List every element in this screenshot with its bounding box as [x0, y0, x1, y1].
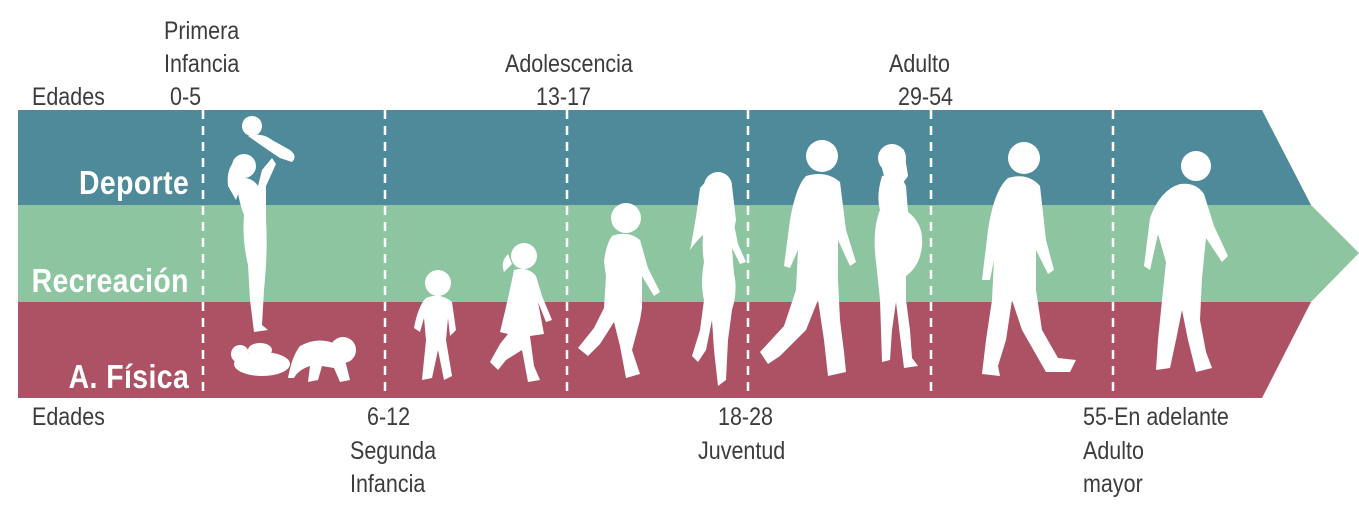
- adolescencia-name: Adolescencia: [505, 50, 633, 78]
- band-label-fisica: A. Física: [68, 358, 189, 395]
- primera-infancia-line1: Primera: [164, 17, 240, 45]
- primera-infancia-line2: Infancia: [164, 50, 240, 78]
- stage-separators: [201, 110, 1115, 398]
- silhouettes: [227, 116, 1228, 386]
- band-label-recreacion: Recreación: [31, 262, 189, 299]
- boy-walking-silhouette: [578, 203, 660, 378]
- band-deporte: [18, 110, 1311, 205]
- elderly-man-silhouette: [1144, 151, 1228, 372]
- juventud-range: 18-28: [718, 403, 773, 431]
- lying-infant-silhouette: [231, 343, 290, 376]
- man-walking-silhouette: [760, 140, 856, 376]
- adulto-range: 29-54: [898, 83, 953, 111]
- bottom-edades-label: Edades: [32, 403, 105, 431]
- segunda-infancia-line1: Segunda: [350, 437, 437, 465]
- girl-walking-silhouette: [490, 243, 552, 382]
- crawling-baby-silhouette: [288, 337, 356, 382]
- adulto-mayor-line1: Adulto: [1083, 437, 1144, 465]
- young-woman-silhouette: [690, 172, 746, 386]
- segunda-infancia-range: 6-12: [367, 403, 411, 431]
- adult-walking-silhouette: [982, 142, 1076, 376]
- juventud-name: Juventud: [698, 437, 786, 465]
- band-label-deporte: Deporte: [78, 164, 189, 201]
- mother-lifting-baby-silhouette: [227, 116, 295, 332]
- primera-infancia-range: 0-5: [170, 83, 202, 111]
- adulto-mayor-range: 55-En adelante: [1083, 403, 1229, 431]
- adolescencia-range: 13-17: [536, 83, 591, 111]
- pregnant-woman-silhouette: [874, 144, 923, 368]
- adulto-name: Adulto: [889, 50, 950, 78]
- toddler-silhouette: [414, 270, 456, 380]
- segunda-infancia-line2: Infancia: [350, 470, 426, 498]
- top-edades-label: Edades: [32, 83, 105, 111]
- adulto-mayor-line2: mayor: [1083, 470, 1143, 498]
- band-fisica: [18, 302, 1311, 398]
